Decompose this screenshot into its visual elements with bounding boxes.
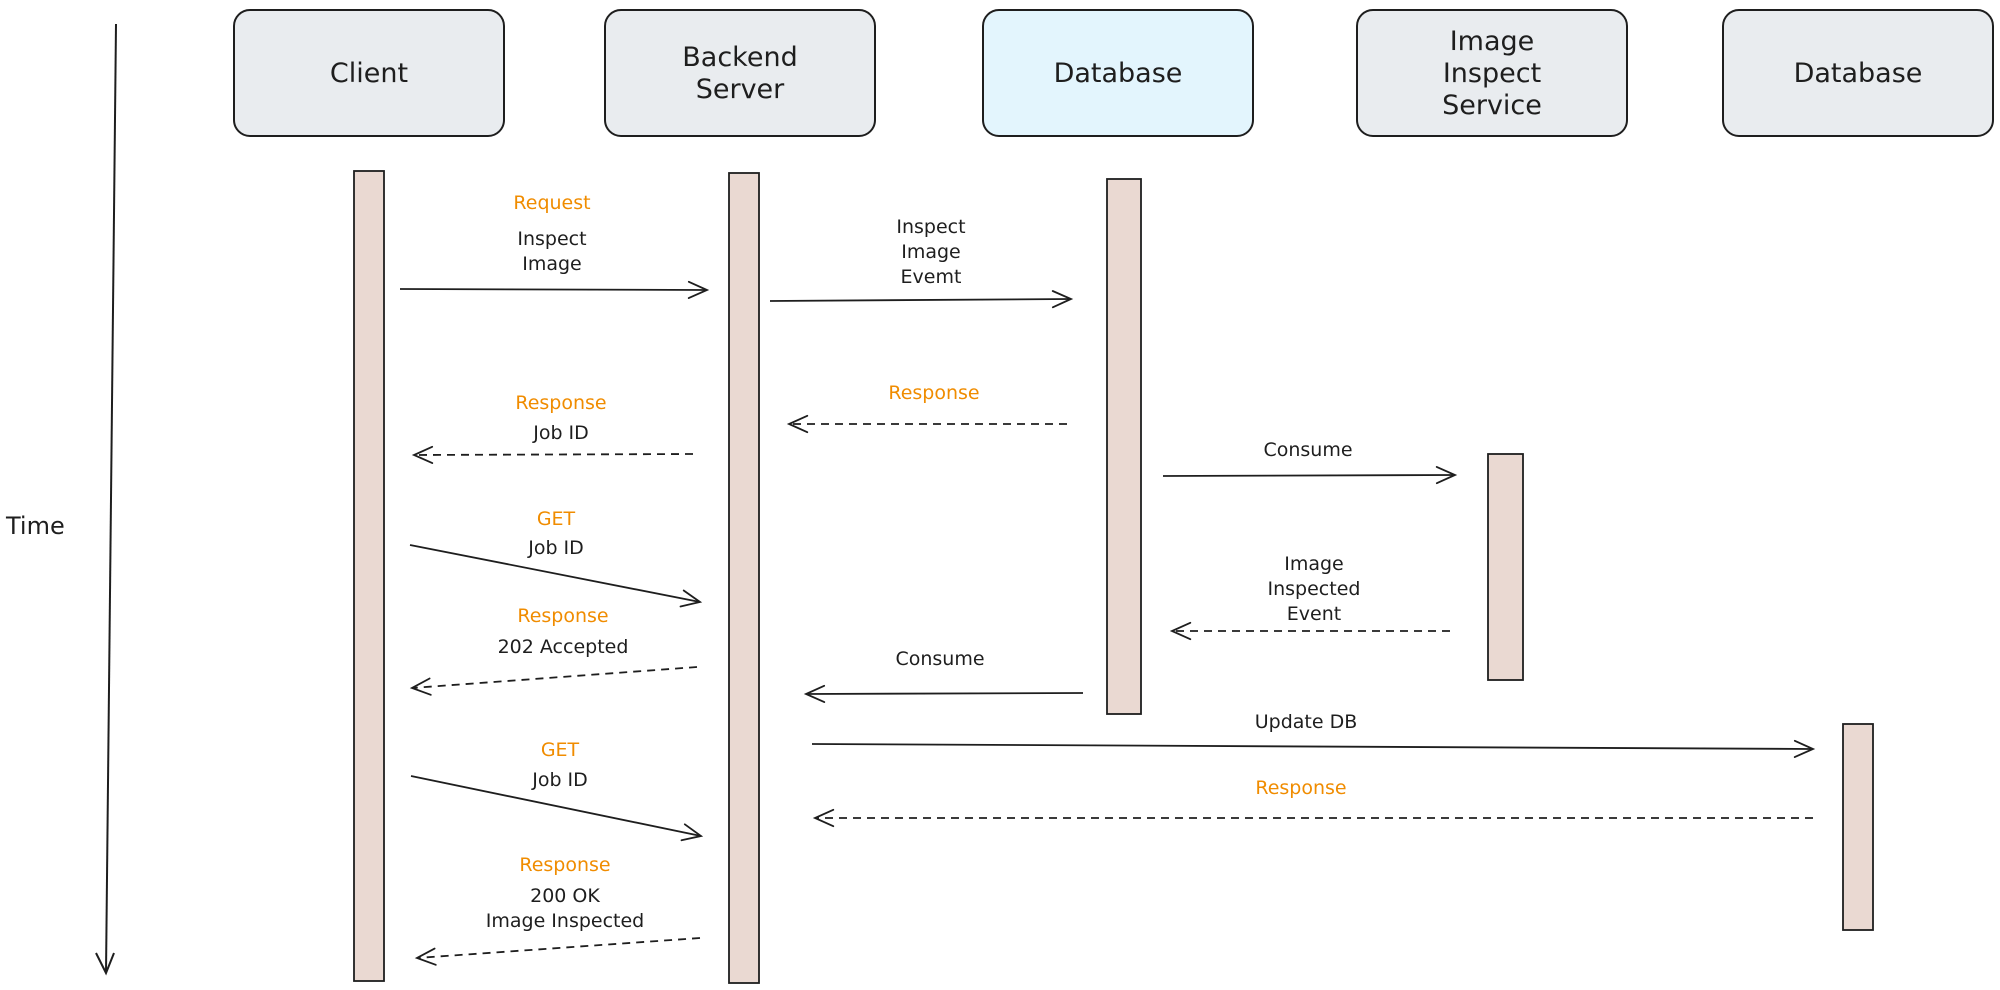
- actor-label: Database: [1794, 58, 1923, 89]
- activation-bar-shape: [1842, 723, 1874, 931]
- message-label: Image: [1284, 553, 1344, 575]
- message-kind-label: GET: [537, 508, 576, 530]
- actor-label: Backend: [682, 42, 797, 73]
- message-kind-label: Response: [1255, 777, 1346, 799]
- arrowhead: [786, 414, 809, 434]
- message-kind-label: Request: [513, 192, 590, 214]
- message-label: Job ID: [527, 537, 584, 559]
- message-label: 200 OK: [530, 885, 600, 907]
- activation-bar-shape: [1487, 453, 1524, 681]
- arrowhead: [1051, 290, 1074, 309]
- actor-label: Server: [696, 74, 785, 105]
- arrowhead: [687, 280, 710, 299]
- arrowhead: [803, 684, 826, 703]
- message-label: Event: [1287, 603, 1341, 625]
- actor-box: Database: [982, 9, 1254, 137]
- arrowhead: [409, 677, 432, 696]
- activation-bar: [353, 170, 385, 982]
- message-label: Inspect: [517, 228, 586, 250]
- message-label: Job ID: [531, 769, 588, 791]
- message-label: Update DB: [1255, 711, 1358, 733]
- arrowhead: [414, 947, 437, 966]
- message-label: Consume: [895, 648, 984, 670]
- message: Consume: [1162, 439, 1458, 485]
- actor-label: Inspect: [1443, 58, 1541, 89]
- activation-bar-shape: [1106, 178, 1142, 715]
- actor-box-shape: [604, 9, 876, 137]
- message-label: Evemt: [901, 266, 962, 288]
- message-kind-label: Response: [888, 382, 979, 404]
- actor-label: Service: [1442, 90, 1542, 121]
- message: GET Job ID: [409, 508, 703, 608]
- actor-label: Database: [1054, 58, 1183, 89]
- message-label: Inspect: [896, 216, 965, 238]
- message-label: Image: [901, 241, 961, 263]
- time-axis-line: [105, 23, 117, 974]
- actor-label: Image: [1450, 26, 1535, 57]
- call-arrow-line: [811, 743, 1814, 750]
- message-label: Consume: [1263, 439, 1352, 461]
- arrowhead: [1169, 621, 1192, 641]
- arrowhead: [1793, 739, 1816, 758]
- actor-label: Client: [330, 58, 408, 89]
- time-axis-arrowhead: [95, 952, 115, 976]
- message: Response 202 Accepted: [409, 605, 698, 696]
- message: GET Job ID: [410, 739, 704, 842]
- call-arrow-line: [409, 544, 701, 603]
- message-kind-label: Response: [519, 854, 610, 876]
- message-label: Image Inspected: [486, 910, 645, 932]
- actor-box-shape: [1722, 9, 1994, 137]
- message: Response 200 OK Image Inspected: [414, 854, 701, 966]
- message-kind-label: Response: [517, 605, 608, 627]
- arrowhead: [679, 589, 703, 608]
- message-label: Job ID: [532, 422, 589, 444]
- actor-box-shape: [982, 9, 1254, 137]
- return-arrow-line: [411, 666, 698, 689]
- message: Update DB: [811, 711, 1816, 758]
- message: Response: [786, 382, 1067, 434]
- actor-box: Database: [1722, 9, 1994, 137]
- arrowhead: [1435, 466, 1458, 485]
- message-label: 202 Accepted: [498, 636, 629, 658]
- call-arrow-line: [805, 692, 1084, 695]
- message-kind-label: Response: [515, 392, 606, 414]
- call-arrow-line: [399, 288, 708, 291]
- activation-bar-shape: [728, 172, 760, 984]
- activation-bar: [1106, 178, 1142, 715]
- actor-box-shape: [233, 9, 505, 137]
- actor-box-shape: [1356, 9, 1628, 137]
- time-axis: Time: [5, 23, 117, 976]
- call-arrow-line: [769, 298, 1072, 302]
- message-label: Image: [522, 253, 582, 275]
- message: Response: [812, 777, 1813, 828]
- arrowhead: [680, 823, 704, 842]
- call-arrow-line: [410, 775, 702, 837]
- time-axis-label: Time: [5, 512, 65, 540]
- arrowhead: [411, 445, 434, 464]
- activation-bar-shape: [353, 170, 385, 982]
- actor-box: Client: [233, 9, 505, 137]
- arrowhead: [812, 808, 835, 828]
- message-label: Inspected: [1268, 578, 1361, 600]
- message: Consume: [803, 648, 1084, 703]
- call-arrow-line: [1162, 474, 1456, 477]
- return-arrow-line: [416, 937, 701, 959]
- return-arrow-line: [413, 453, 694, 456]
- activation-bar: [1487, 453, 1524, 681]
- message-kind-label: GET: [541, 739, 580, 761]
- activation-bar: [1842, 723, 1874, 931]
- activation-bar: [728, 172, 760, 984]
